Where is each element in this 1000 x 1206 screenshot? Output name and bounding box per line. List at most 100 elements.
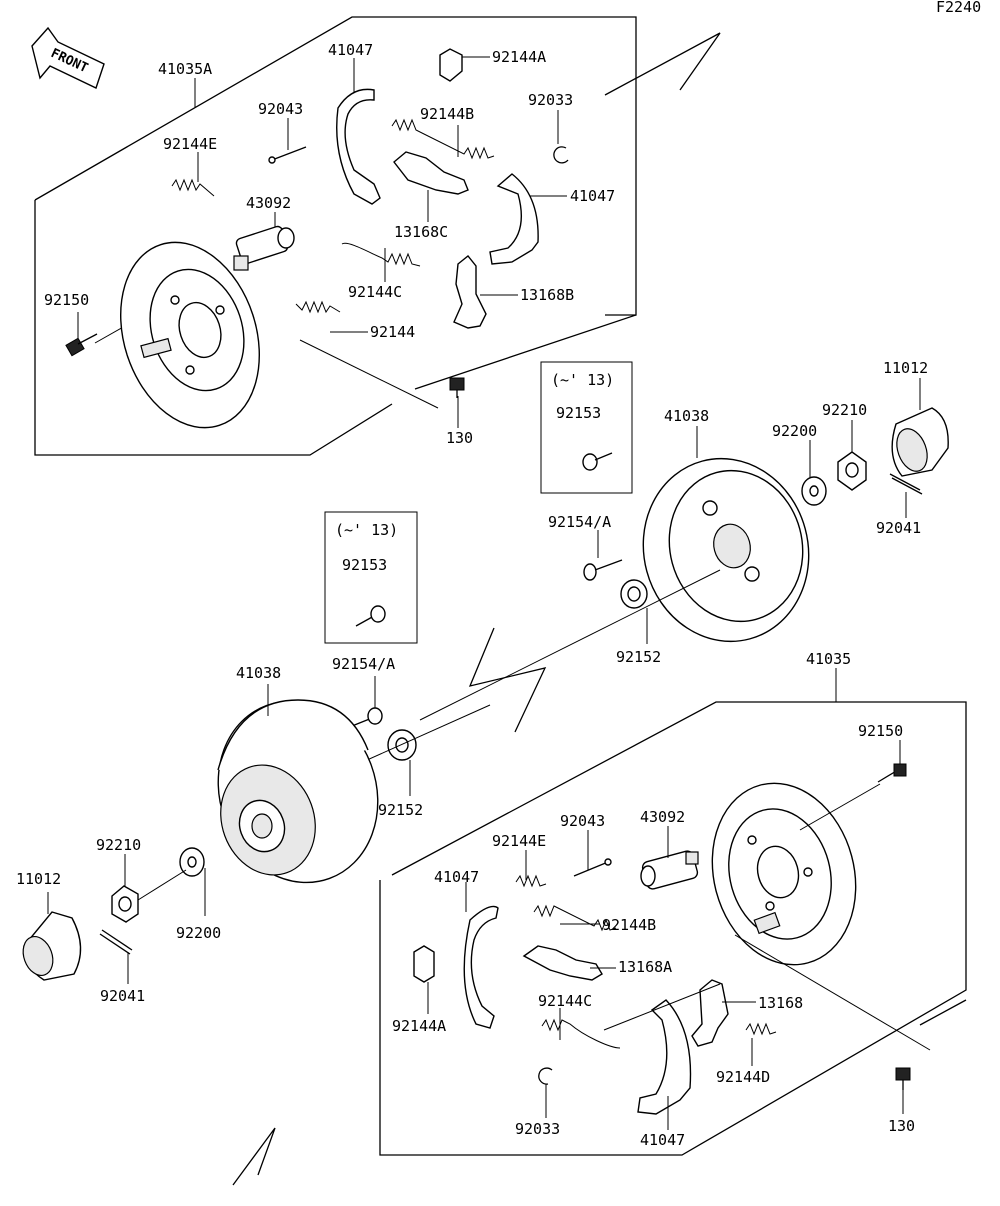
label-13168: 13168 (758, 994, 803, 1012)
group-bottom-right: 41035 92150 92043 43092 92144E 41047 921… (232, 650, 967, 1186)
label-13168B: 13168B (520, 286, 574, 304)
label-92144C: 92144C (348, 283, 402, 301)
cotter-92041-b (99, 929, 133, 955)
label-92154A-b: 92154/A (332, 655, 395, 673)
pin-92043-b (573, 858, 612, 877)
label-41047-right: 41047 (570, 187, 615, 205)
cap-11012 (891, 407, 949, 477)
label-note-13-b: (~' 13) (335, 521, 398, 539)
label-92150: 92150 (44, 291, 89, 309)
label-92152-b: 92152 (378, 801, 423, 819)
label-92210-b: 92210 (96, 836, 141, 854)
lever-13168C (393, 151, 469, 195)
label-43092: 43092 (246, 194, 291, 212)
label-41047-left-b: 41047 (434, 868, 479, 886)
clip-92033 (553, 146, 569, 164)
label-92200-b: 92200 (176, 924, 221, 942)
label-92154A: 92154/A (548, 513, 611, 531)
label-130-b: 130 (888, 1117, 915, 1135)
label-92144E: 92144E (163, 135, 217, 153)
label-43092-b: 43092 (640, 808, 685, 826)
cap-11012-b (22, 911, 82, 981)
label-92043: 92043 (258, 100, 303, 118)
stud-92154A-b (351, 707, 383, 727)
label-41035: 41035 (806, 650, 851, 668)
group-middle-left: (~' 13) 92153 (16, 511, 491, 1005)
bolt-b (877, 763, 907, 783)
label-92033: 92033 (528, 91, 573, 109)
bolt (65, 333, 98, 357)
label-41038-b: 41038 (236, 664, 281, 682)
figure-code: F2240 (936, 0, 981, 16)
seal-92152-b (387, 729, 417, 761)
label-92144C-b: 92144C (538, 992, 592, 1010)
label-92144A-b: 92144A (392, 1017, 446, 1035)
spring-92144C (341, 242, 421, 267)
spring-92144E (171, 178, 215, 197)
label-92033-b: 92033 (515, 1120, 560, 1138)
label-92150-b: 92150 (858, 722, 903, 740)
spring-92144B (391, 118, 495, 160)
label-92153-b: 92153 (342, 556, 387, 574)
plate-13168B (453, 255, 487, 329)
pin-92043 (268, 146, 307, 164)
backing-plate (120, 241, 260, 429)
front-arrow-icon: FRONT (31, 26, 105, 89)
label-41035A: 41035A (158, 60, 212, 78)
brake-shoe-right (489, 173, 539, 265)
cotter-92041 (889, 473, 923, 495)
brake-drum-b (217, 699, 379, 884)
washer-92200-b (179, 847, 205, 877)
label-92041: 92041 (876, 519, 921, 537)
label-13168A: 13168A (618, 958, 672, 976)
label-11012: 11012 (883, 359, 928, 377)
spring-92144C-b (541, 1018, 621, 1049)
bolt-130-b (895, 1067, 911, 1090)
label-41047-lower-b: 41047 (640, 1131, 685, 1149)
label-92144E-b: 92144E (492, 832, 546, 850)
label-92152: 92152 (616, 648, 661, 666)
label-11012-b: 11012 (16, 870, 61, 888)
spring-92144B-b (533, 904, 617, 932)
note-box-2 (324, 511, 418, 644)
label-130: 130 (446, 429, 473, 447)
seal-92152 (620, 579, 648, 609)
nut-92210-b (111, 885, 139, 923)
wheel-cylinder (233, 225, 295, 271)
stud-92154A (583, 559, 623, 581)
label-41047-upper: 41047 (328, 41, 373, 59)
label-92041-b: 92041 (100, 987, 145, 1005)
label-92144: 92144 (370, 323, 415, 341)
label-13168C: 13168C (394, 223, 448, 241)
brake-shoe-upper (336, 88, 381, 205)
label-92200: 92200 (772, 422, 817, 440)
label-note-13: (~' 13) (551, 371, 614, 389)
label-92144D: 92144D (716, 1068, 770, 1086)
bolt-130 (449, 377, 465, 398)
label-92210: 92210 (822, 401, 867, 419)
label-92144A: 92144A (492, 48, 546, 66)
nut-92210 (837, 451, 867, 491)
brake-shoe-left-b (463, 905, 499, 1029)
group-top-left: 41035A 41047 92144A 92043 92144B 92033 9… (34, 16, 721, 456)
label-41038: 41038 (664, 407, 709, 425)
plate-13168 (691, 979, 729, 1047)
spring-92144E-b (515, 874, 547, 888)
spring-92144D-b (745, 1022, 777, 1036)
brake-drum (642, 457, 810, 643)
clip-92144A (439, 48, 463, 82)
group-top-right: (~' 13) 92153 (419, 359, 949, 733)
spring-92144 (295, 300, 341, 314)
lever-13168A (522, 945, 603, 981)
group-frame (34, 16, 637, 316)
stud-92153 (582, 452, 613, 471)
note-box (540, 361, 633, 494)
label-92144B: 92144B (420, 105, 474, 123)
wheel-cylinder-b (640, 850, 699, 890)
label-92153: 92153 (556, 404, 601, 422)
backing-plate-b (711, 782, 857, 966)
clip-92033-b (538, 1067, 553, 1085)
stud-92153-b (355, 605, 386, 627)
label-92144B-b: 92144B (602, 916, 656, 934)
